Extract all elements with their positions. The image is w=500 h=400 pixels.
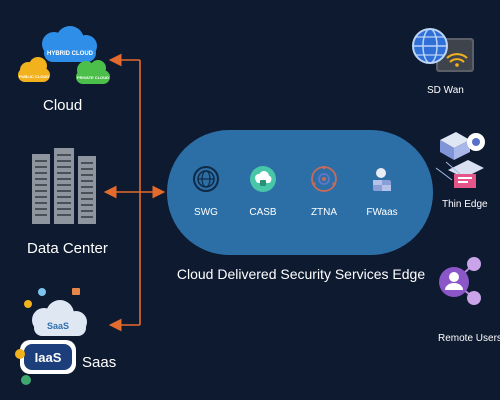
datacenter-group <box>28 148 100 228</box>
small-gear-icon <box>24 300 32 308</box>
thinedge-label: Thin Edge <box>442 199 488 210</box>
cloud-group: HYBRID CLOUD PUBLIC CLOUD PRIVATE CLOUD <box>14 24 114 94</box>
service-label-swg: SWG <box>194 207 218 218</box>
service-label-fwaas: FWaas <box>366 207 398 218</box>
badge-saas: SaaS <box>47 321 69 331</box>
badge-iaas: IaaS <box>35 350 62 365</box>
firewall-user-icon <box>373 168 391 191</box>
service-ztna[interactable]: ZTNA <box>302 165 346 218</box>
thin-edge-isometric-icon <box>435 132 485 188</box>
badge-public-cloud: PUBLIC CLOUD <box>19 74 49 79</box>
globe-gear-icon <box>193 166 219 192</box>
remote-users-network-icon <box>439 257 481 305</box>
side-circle-icon <box>15 349 25 359</box>
service-label-casb: CASB <box>249 207 277 218</box>
datacenter-label: Data Center <box>27 240 108 257</box>
small-box-icon <box>72 288 80 295</box>
saas-group: SaaS IaaS <box>12 282 102 390</box>
badge-hybrid-cloud: HYBRID CLOUD <box>47 51 94 57</box>
hybrid-cloud-icon: HYBRID CLOUD PUBLIC CLOUD PRIVATE CLOUD <box>18 26 110 84</box>
security-services-edge-pill <box>167 130 433 255</box>
remote-users-group <box>436 252 486 310</box>
badge-private-cloud: PRIVATE CLOUD <box>77 75 109 80</box>
network-gear-icon <box>311 165 337 192</box>
remote-users-label: Remote Users <box>438 333 500 344</box>
small-dot-icon <box>38 288 46 296</box>
service-casb[interactable]: CASB <box>241 165 285 218</box>
pill-caption: Cloud Delivered Security Services Edge <box>176 266 426 282</box>
sdwan-group <box>410 24 476 76</box>
thinedge-group <box>426 130 490 194</box>
router-globe-icon <box>412 28 474 72</box>
cloud-label: Cloud <box>43 97 83 114</box>
saas-label: Saas <box>82 354 117 371</box>
service-label-ztna: ZTNA <box>310 207 338 218</box>
cloud-lock-icon <box>250 166 276 192</box>
side-circle-icon-2 <box>21 375 31 385</box>
service-fwaas[interactable]: FWaas <box>360 165 404 218</box>
saas-iaas-icon: SaaS IaaS <box>15 288 87 385</box>
service-swg[interactable]: SWG <box>184 165 228 218</box>
datacenter-building-icon <box>32 148 96 224</box>
sdwan-label: SD Wan <box>427 85 464 96</box>
